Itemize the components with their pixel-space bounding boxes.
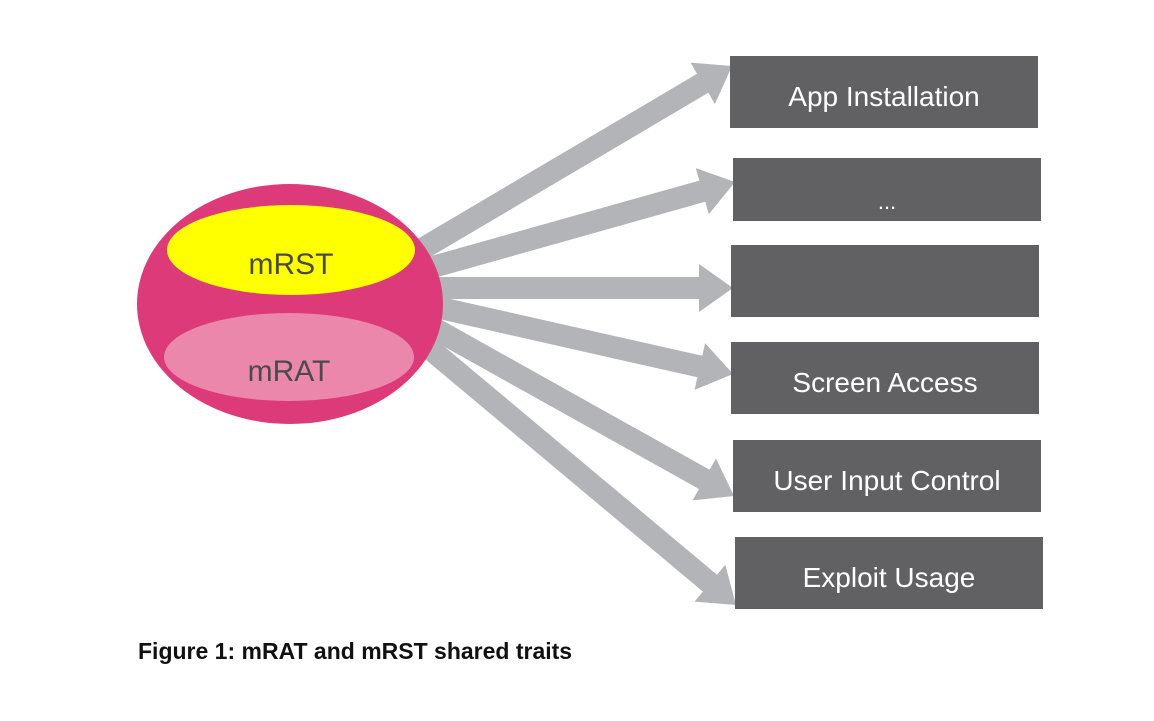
arrow-1	[394, 62, 732, 272]
arrow-4	[415, 292, 733, 390]
trait-box-app-installation: App Installation	[730, 56, 1038, 128]
mrat-label: mRAT	[248, 355, 331, 388]
trait-label: App Installation	[788, 81, 980, 112]
trait-box-ellipsis: ...	[733, 158, 1041, 221]
trait-box-user-input-control: User Input Control	[733, 440, 1041, 512]
arrow-2	[412, 168, 735, 283]
figure-caption: Figure 1: mRAT and mRST shared traits	[138, 638, 573, 664]
trait-label: ...	[877, 188, 897, 214]
arrow-6	[397, 319, 736, 605]
mrat-oval	[164, 313, 414, 401]
trait-box-exploit-usage: Exploit Usage	[735, 537, 1043, 609]
mrst-label: mRST	[249, 248, 334, 281]
trait-box-screen-access: Screen Access	[731, 342, 1039, 414]
arrow-5	[406, 306, 734, 501]
arrows-group	[394, 62, 736, 605]
trait-label: Exploit Usage	[802, 562, 976, 593]
arrow-3	[420, 264, 733, 312]
trait-box-empty	[731, 245, 1039, 317]
trait-label: Screen Access	[792, 367, 978, 398]
trait-label: User Input Control	[773, 465, 1001, 496]
mrst-oval	[167, 205, 415, 295]
